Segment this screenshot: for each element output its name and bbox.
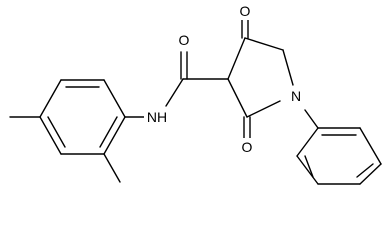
phenyl-double-bond	[304, 155, 314, 178]
aryl-double-bond	[99, 116, 118, 148]
ring-bond	[227, 37, 246, 80]
amide-nitrogen-label: NH	[147, 109, 167, 125]
phenyl-bond	[359, 127, 382, 165]
amide-cn-bond	[165, 78, 184, 107]
atom-o-ketone: O	[237, 2, 253, 20]
atom-nh: NH	[144, 108, 170, 126]
aryl-bond	[103, 116, 126, 155]
phenyl-ring	[296, 127, 382, 185]
structure-drawing: O O O NH N	[9, 2, 382, 185]
ring-bond	[282, 49, 294, 86]
oxygen-label: O	[242, 139, 253, 155]
ortho-methyl-bond	[103, 153, 121, 183]
phenyl-double-bond	[356, 163, 374, 178]
atom-o-amide: O	[176, 31, 192, 49]
pyrrolidinedione-ring	[227, 37, 294, 118]
ring-nitrogen-label: N	[291, 88, 301, 104]
phenyl-bond	[359, 163, 382, 185]
phenyl-bond	[296, 127, 319, 157]
oxygen-label: O	[179, 32, 190, 48]
phenyl-bond	[296, 155, 319, 185]
aryl-bond	[39, 79, 62, 118]
ring-bond	[244, 37, 284, 51]
atom-n-ring: N	[288, 87, 304, 105]
ring-bond	[227, 78, 248, 118]
aryl-double-bond	[47, 116, 66, 148]
molecule-canvas: O O O NH N	[9, 2, 382, 185]
oxygen-label: O	[240, 3, 251, 19]
n-phenyl-bond	[304, 109, 319, 129]
dimethylphenyl-ring	[39, 79, 126, 155]
ring-bond	[246, 100, 281, 118]
aryl-bond	[103, 79, 126, 118]
aryl-bond	[39, 116, 62, 155]
atom-o-lactam: O	[239, 138, 255, 156]
